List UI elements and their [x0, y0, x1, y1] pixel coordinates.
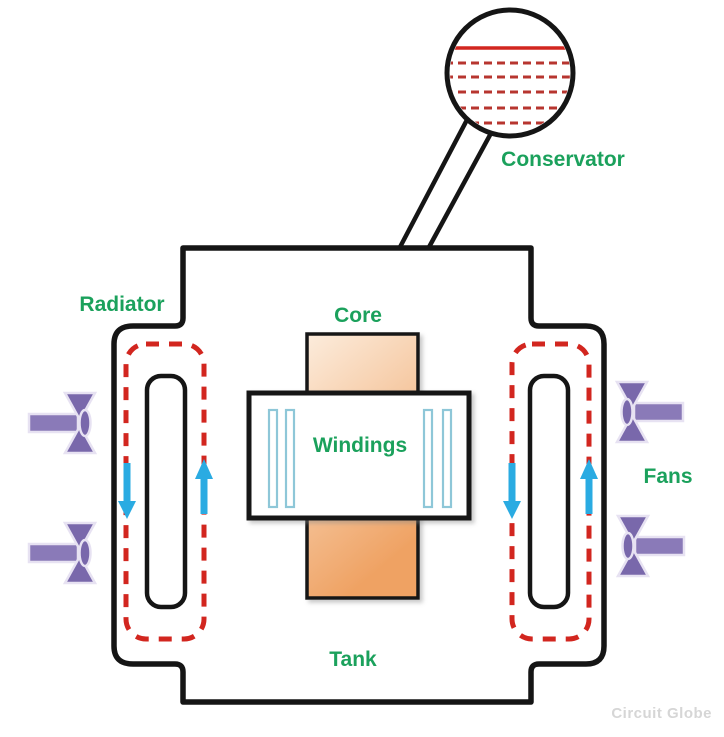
winding-coil	[422, 408, 434, 509]
winding-coil	[267, 408, 279, 509]
windings-box	[246, 390, 472, 521]
fan-propeller-icon	[616, 514, 686, 578]
right-radiator	[503, 341, 598, 642]
windings-label: Windings	[312, 434, 408, 457]
left-radiator	[118, 341, 213, 642]
tank-label: Tank	[329, 648, 377, 671]
fan-propeller-icon	[27, 391, 97, 455]
fans-label: Fans	[643, 465, 693, 488]
conservator-label: Conservator	[501, 148, 625, 171]
oil-flow-up-arrow	[195, 459, 213, 514]
winding-coil	[441, 408, 453, 509]
radiator-element	[527, 373, 571, 610]
watermark: Circuit Globe	[611, 705, 712, 722]
oil-flow-up-arrow	[580, 459, 598, 514]
oil-flow-down-arrow	[503, 463, 521, 519]
fan-propeller-icon	[615, 380, 685, 444]
radiator-label: Radiator	[79, 293, 165, 316]
conservator-pipe	[397, 114, 498, 251]
radiator-element	[144, 373, 188, 610]
winding-coil	[284, 408, 296, 509]
conservator-vessel	[444, 7, 576, 139]
fan-propeller-icon	[27, 521, 97, 585]
core-label: Core	[334, 304, 382, 327]
oil-flow-down-arrow	[118, 463, 136, 519]
